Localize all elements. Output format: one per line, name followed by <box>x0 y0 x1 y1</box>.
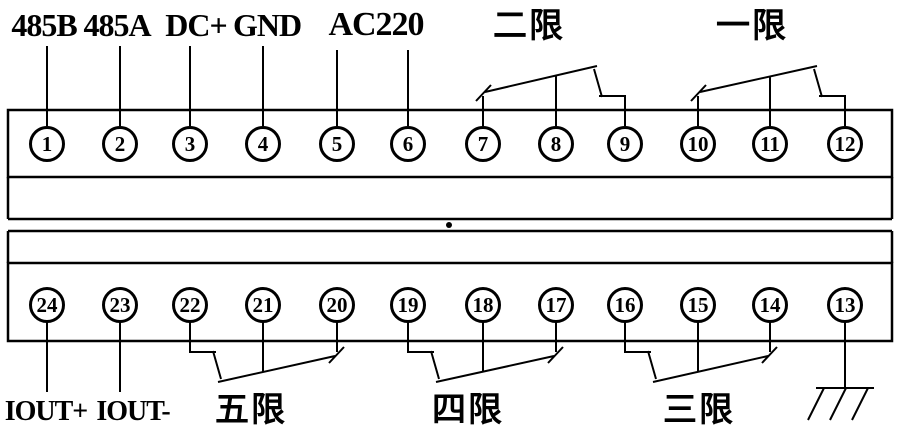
terminal-18: 18 <box>465 287 501 323</box>
relay-contact-limit5-icon <box>189 322 345 383</box>
terminal-10: 10 <box>680 126 716 162</box>
label-iout-minus: IOUT- <box>96 396 170 427</box>
terminal-19: 19 <box>390 287 426 323</box>
case-middle-lines <box>6 177 894 263</box>
leader-lines-bottom <box>46 322 121 392</box>
terminal-13: 13 <box>827 287 863 323</box>
terminal-7: 7 <box>465 126 501 162</box>
case-center-dot <box>446 222 452 228</box>
label-ac220: AC220 <box>328 6 424 43</box>
bottom-terminal-strip <box>6 261 894 343</box>
label-limit-3: 三限 <box>663 391 735 429</box>
terminal-17: 17 <box>538 287 574 323</box>
relay-contact-limit1-icon <box>690 65 846 126</box>
label-iout-plus: IOUT+ <box>4 396 89 427</box>
label-485a: 485A <box>83 7 151 43</box>
label-limit-5: 五限 <box>215 391 287 429</box>
relay-contact-limit4-icon <box>407 322 564 383</box>
terminal-3: 3 <box>172 126 208 162</box>
terminal-2: 2 <box>102 126 138 162</box>
terminal-12: 12 <box>827 126 863 162</box>
label-limit-1: 一限 <box>716 7 788 45</box>
terminal-15: 15 <box>680 287 716 323</box>
label-limit-2: 二限 <box>493 7 565 45</box>
terminal-8: 8 <box>538 126 574 162</box>
terminal-5: 5 <box>319 126 355 162</box>
label-dc-plus: DC+ <box>165 7 227 43</box>
label-gnd: GND <box>232 7 302 43</box>
leader-lines-top <box>46 46 409 126</box>
terminal-14: 14 <box>752 287 788 323</box>
terminal-1: 1 <box>29 126 65 162</box>
terminal-16: 16 <box>607 287 643 323</box>
relay-contact-limit3-icon <box>624 322 778 383</box>
earth-ground-icon <box>807 322 874 421</box>
terminal-22: 22 <box>172 287 208 323</box>
label-limit-4: 四限 <box>432 391 504 429</box>
relay-contact-limit2-icon <box>475 65 626 126</box>
terminal-24: 24 <box>29 287 65 323</box>
top-terminal-strip <box>6 108 894 179</box>
terminal-11: 11 <box>752 126 788 162</box>
terminal-23: 23 <box>102 287 138 323</box>
terminal-4: 4 <box>245 126 281 162</box>
terminal-20: 20 <box>319 287 355 323</box>
terminal-6: 6 <box>390 126 426 162</box>
terminal-9: 9 <box>607 126 643 162</box>
label-485b: 485B <box>11 7 77 43</box>
terminal-21: 21 <box>245 287 281 323</box>
